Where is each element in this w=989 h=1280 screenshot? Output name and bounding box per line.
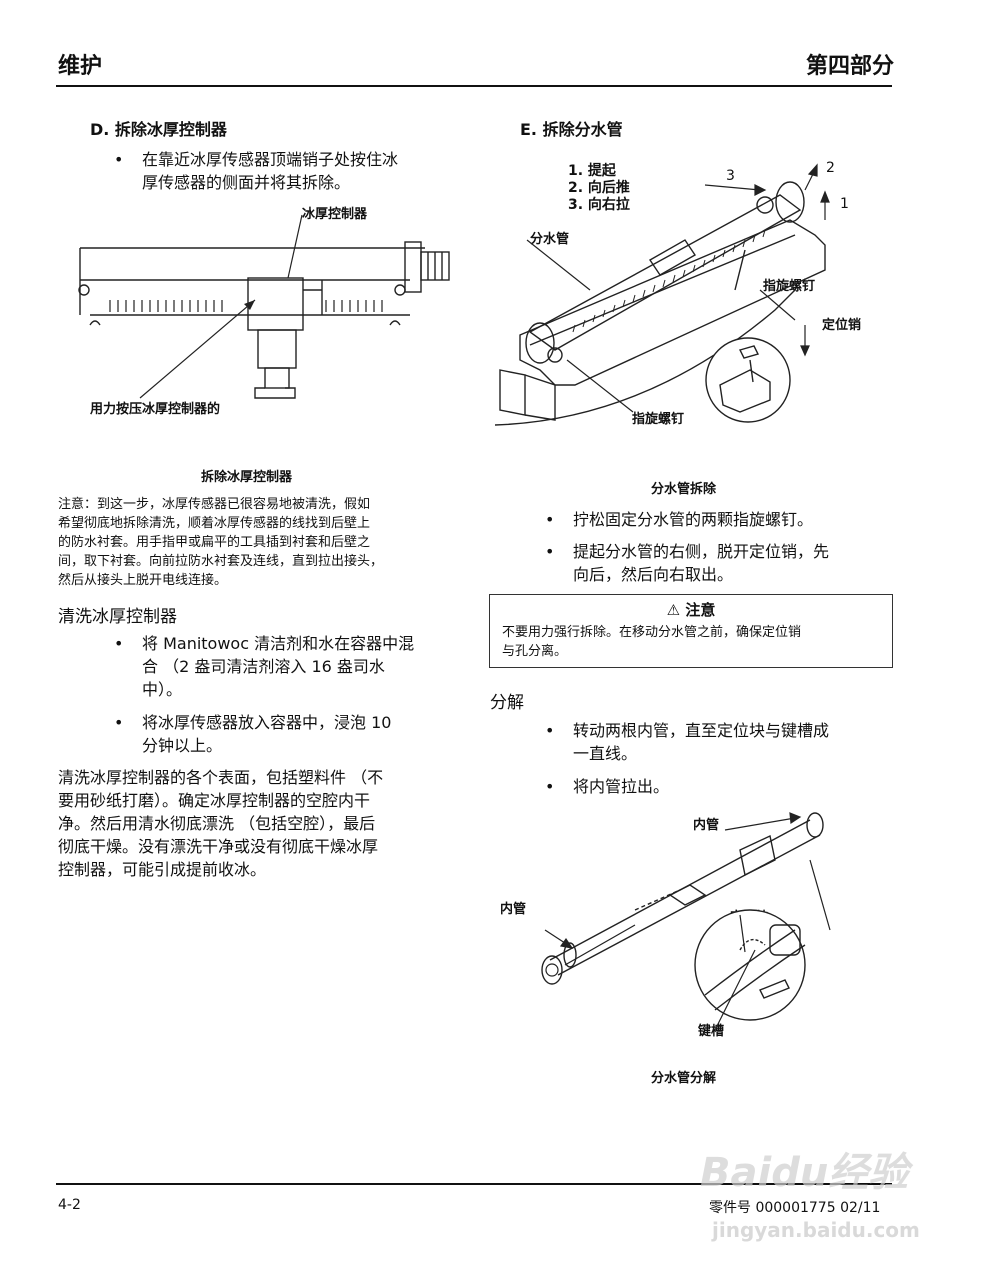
fig2-caption: 分水管拆除 [651,482,717,497]
fig1-caption: 拆除冰厚控制器 [201,470,293,485]
baidu-watermark-logo: Baidu经验 [700,1150,909,1196]
fig2-label-thumbscrew-bottom: 指旋螺钉 [632,412,685,427]
dis-bullet-1: • 转动两根内管，直至定位块与键槽成 一直线。 [545,721,830,763]
fig2-arrow-3-label: 3 [726,168,735,184]
bullet-d1: • 在靠近冰厚传感器顶端销子处按住冰 厚传感器的侧面并将其拆除。 [114,150,399,192]
clean-section-title: 清洗冰厚控制器 [58,607,177,627]
bullet-e1: • 拧松固定分水管的两颗指旋螺钉。 [545,510,814,529]
clean-bullet-1: • 将 Manitowoc 清洁剂和水在容器中混 合 （2 盎司清洁剂溶入 16… [114,634,415,699]
distribution-tube-removal-figure [494,163,830,426]
note-paragraph: 注意：到这一步，冰厚传感器已很容易地被清洗，假如 希望彻底地拆除清洗，顺着冰厚传… [58,497,384,588]
part-number: 零件号 000001775 02/11 [709,1200,881,1216]
fig2-label-pin: 定位销 [822,318,862,333]
section-d-title: D. 拆除冰厚控制器 [90,120,227,139]
header-part-name: 第四部分 [805,54,894,79]
caution-heading: ⚠ 注意 [666,601,716,619]
caution-text: 不要用力强行拆除。在移动分水管之前，确保定位销 与孔分离。 [502,625,802,659]
header-rule [56,85,892,87]
page-number: 4-2 [58,1197,81,1213]
fig3-label-keyway: 键槽 [698,1024,725,1039]
bullet-e2: • 提起分水管的右侧，脱开定位销，先 向后，然后向右取出。 [545,542,830,584]
baidu-watermark-site: jingyan.baidu.com [712,1218,920,1242]
distribution-tube-disassembly-figure [541,812,831,1031]
fig3-label-inner-left: 内管 [500,902,527,917]
fig2-arrow-1-label: 1 [840,196,849,212]
header-section-name: 维护 [58,54,103,79]
ice-thickness-control-figure [78,214,450,399]
clean-paragraph: 清洗冰厚控制器的各个表面，包括塑料件 （不 要用砂纸打磨）。确定冰厚控制器的空腔… [58,768,384,879]
steps-list: 1. 提起 2. 向后推 3. 向右拉 [568,163,630,213]
clean-bullet-2: • 将冰厚传感器放入容器中，浸泡 10 分钟以上。 [114,713,392,755]
fig2-arrow-2-label: 2 [826,160,835,176]
disassembly-title: 分解 [490,693,524,713]
fig1-label-ice-control: 冰厚控制器 [302,207,368,222]
fig2-label-pipe: 分水管 [530,232,570,247]
fig3-label-inner-top: 内管 [693,818,720,833]
section-e-title: E. 拆除分水管 [520,120,623,139]
caution-box: ⚠ 注意 不要用力强行拆除。在移动分水管之前，确保定位销 与孔分离。 [489,594,893,668]
fig1-label-press: 用力按压冰厚控制器的 [90,402,221,417]
footer-rule [56,1183,892,1185]
dis-bullet-2: • 将内管拉出。 [545,777,670,796]
warning-triangle-icon: ⚠ [666,601,681,619]
fig3-caption: 分水管分解 [651,1071,717,1086]
